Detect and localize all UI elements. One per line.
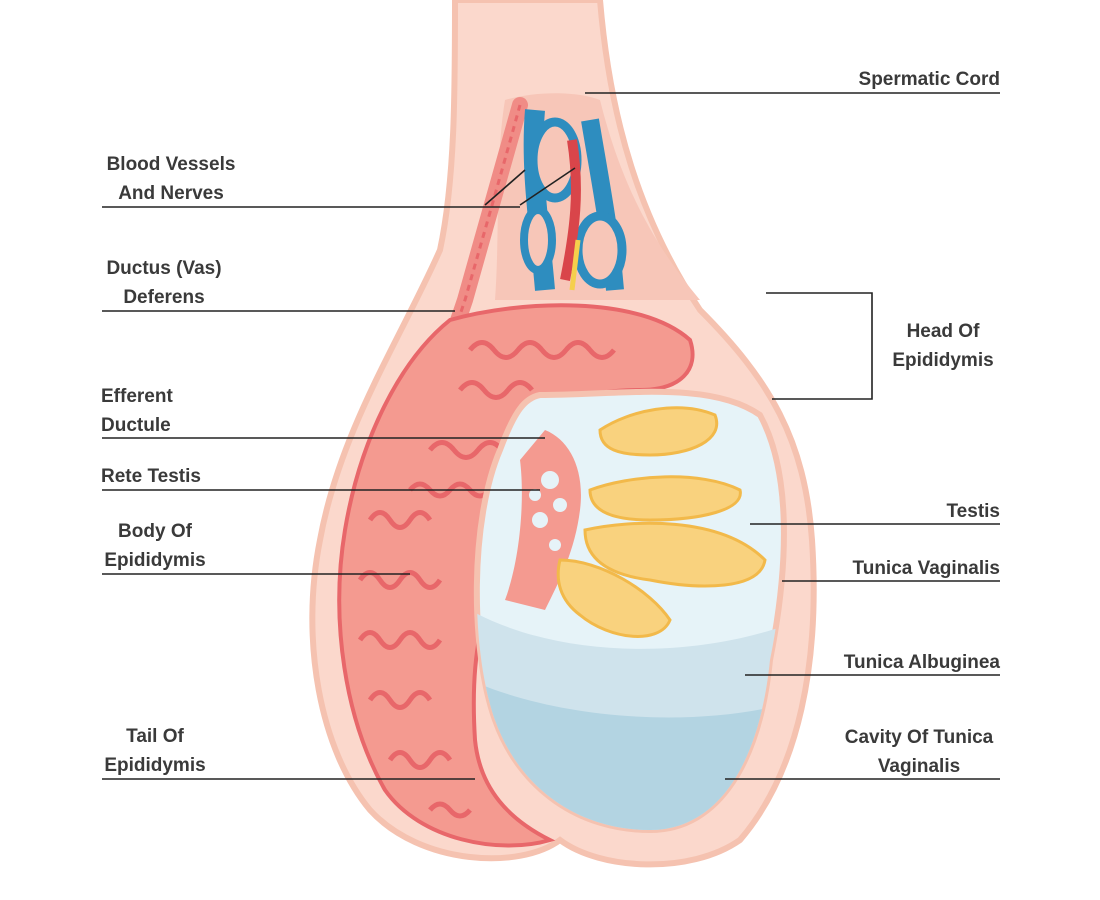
label-cavity-tunica-vaginalis: Cavity Of Tunica Vaginalis: [844, 727, 994, 777]
label-tunica-albuginea: Tunica Albuginea: [843, 652, 1000, 673]
label-rete-testis: Rete Testis: [101, 466, 201, 487]
label-ductus-deferens: Ductus (Vas) Deferens: [106, 258, 222, 308]
label-tunica-vaginalis: Tunica Vaginalis: [852, 558, 1000, 579]
testis: [473, 388, 787, 834]
blood-vessels: [520, 109, 627, 291]
label-spermatic-cord: Spermatic Cord: [858, 69, 1000, 90]
leader-lines: [102, 92, 1000, 780]
label-efferent-ductule: Efferent Ductule: [101, 386, 173, 436]
label-head-epididymis: Head Of Epididymis: [892, 321, 994, 371]
label-blood-vessels: Blood Vessels And Nerves: [106, 154, 236, 204]
epididymis: [337, 303, 695, 848]
leader-head-epididymis: [766, 292, 873, 400]
label-tail-epididymis: Tail Of Epididymis: [104, 726, 206, 776]
label-body-epididymis: Body Of Epididymis: [104, 521, 206, 571]
label-testis: Testis: [946, 501, 1000, 522]
